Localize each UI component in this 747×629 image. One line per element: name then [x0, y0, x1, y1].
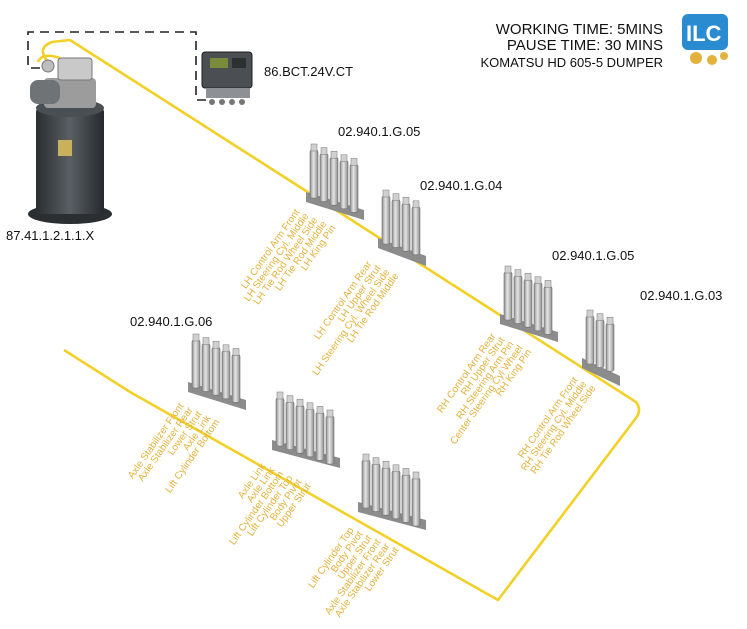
divider-fitting [286, 395, 294, 403]
divider-fitting [306, 402, 314, 411]
divider-fitting [222, 344, 230, 353]
divider-4-code: 02.940.1.G.03 [640, 288, 722, 303]
divider-section [411, 206, 421, 256]
divider-block-6 [272, 391, 340, 468]
divider-fitting [382, 189, 390, 198]
divider-fitting [212, 340, 220, 349]
divider-section [503, 271, 513, 321]
divider-block-1 [306, 143, 364, 220]
controller-box [201, 51, 253, 105]
divider-fitting [544, 280, 552, 288]
divider-section [585, 315, 595, 365]
divider-fitting [412, 200, 420, 209]
divider-fitting [372, 457, 380, 465]
divider-fitting [350, 158, 358, 166]
divider-section [523, 278, 533, 328]
divider-fitting [586, 309, 594, 318]
divider-fitting [320, 147, 328, 155]
pump-outlet-line [36, 54, 61, 63]
main-lube-line [41, 38, 641, 602]
divider-fitting [596, 313, 604, 321]
working-time-text: WORKING TIME: 5MINS [495, 21, 663, 38]
divider-fitting [534, 276, 542, 285]
divider-fitting [382, 460, 390, 469]
divider-section [295, 404, 305, 454]
divider-block-7 [358, 453, 426, 530]
divider-section [231, 354, 241, 403]
divider-section [285, 401, 295, 450]
divider-fitting [504, 265, 512, 274]
divider-section [309, 149, 319, 199]
divider-section [401, 474, 411, 523]
divider-fitting [606, 316, 614, 325]
divider-section [305, 408, 315, 458]
divider-section [533, 282, 543, 332]
divider-section [595, 319, 605, 368]
divider-section [401, 202, 411, 252]
divider-section [325, 415, 335, 465]
divider-section [191, 339, 201, 389]
divider-block-3 [500, 265, 558, 342]
divider-fitting [310, 143, 318, 152]
divider-blocks [188, 143, 620, 530]
divider-section [513, 275, 523, 324]
divider-fitting [276, 391, 284, 400]
pause-time-text: PAUSE TIME: 30 MINS [506, 37, 663, 54]
divider-fitting [202, 337, 210, 345]
divider-section [543, 286, 553, 335]
divider-section [315, 412, 325, 461]
divider-section [201, 343, 211, 392]
divider-section [411, 477, 421, 527]
svg-text:ILC: ILC [686, 21, 722, 46]
divider-fitting [392, 464, 400, 473]
divider-block-4 [582, 309, 620, 386]
divider-section [605, 322, 615, 372]
divider-3-code: 02.940.1.G.05 [552, 248, 634, 263]
divider-fitting [232, 348, 240, 356]
divider-fitting [402, 468, 410, 476]
divider-fitting [296, 398, 304, 407]
divider-2-code: 02.940.1.G.04 [420, 178, 502, 193]
divider-fitting [192, 333, 200, 342]
divider-1-code: 02.940.1.G.05 [338, 124, 420, 139]
divider-fitting [402, 196, 410, 205]
divider-section [329, 156, 339, 206]
divider-fitting [316, 406, 324, 414]
divider-section [361, 459, 371, 509]
machine-name-text: KOMATSU HD 605-5 DUMPER [480, 55, 663, 70]
divider-block-2 [378, 189, 426, 266]
divider-section [339, 160, 349, 210]
divider-fitting [412, 471, 420, 480]
pump-code-label: 87.41.1.2.1.1.X [6, 228, 95, 243]
divider-section [211, 346, 221, 396]
divider-fitting [326, 409, 334, 418]
divider-section [221, 350, 231, 400]
ilc-logo-icon: ILC [682, 14, 728, 65]
divider-section [381, 195, 391, 245]
controller-code-label: 86.BCT.24V.CT [264, 64, 353, 79]
divider-section [349, 164, 359, 213]
divider-section [319, 153, 329, 202]
divider-section [391, 199, 401, 248]
divider-section [391, 470, 401, 520]
divider-fitting [340, 154, 348, 163]
divider-base [582, 358, 620, 386]
divider-block-5 [188, 333, 246, 410]
divider-fitting [514, 269, 522, 277]
divider-section [381, 466, 391, 516]
divider-base [378, 238, 426, 266]
divider-section [371, 463, 381, 512]
lube-point-label: RH Steering Cyl. Middle [519, 379, 589, 473]
divider-section [275, 397, 285, 447]
electrical-cable [27, 31, 210, 101]
divider-fitting [330, 150, 338, 159]
divider-fitting [362, 453, 370, 462]
divider-fitting [524, 272, 532, 281]
divider-5-code: 02.940.1.G.06 [130, 314, 212, 329]
pump-unit [28, 57, 112, 224]
divider-fitting [392, 193, 400, 201]
